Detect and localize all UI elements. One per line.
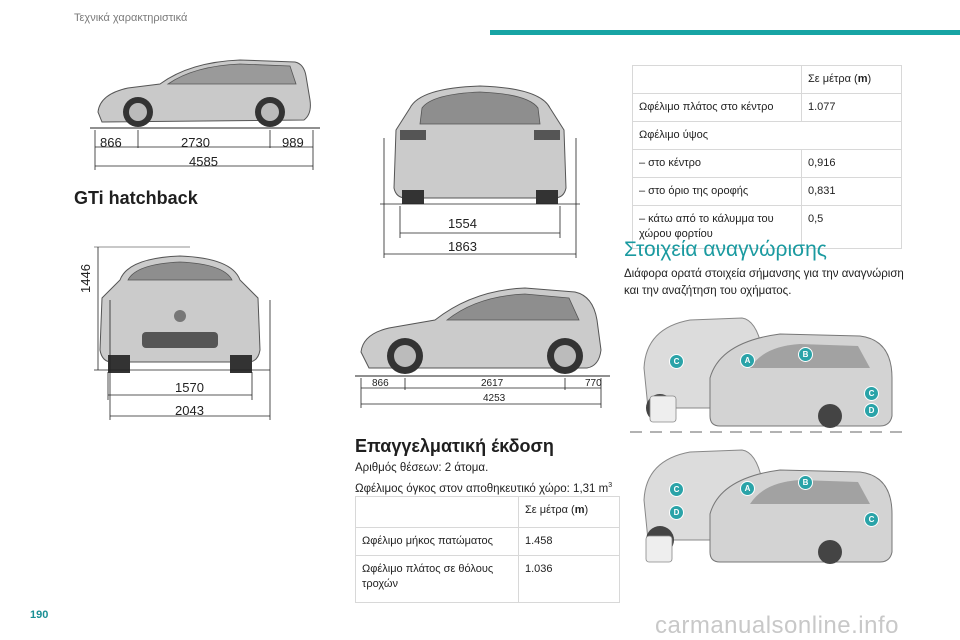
table-header-row: Σε μέτρα (m) [632,65,902,94]
gti-side-figure [355,287,610,408]
load-space-table: Σε μέτρα (m) Ωφέλιμο πλάτος στο κέντρο 1… [632,65,902,249]
gti-front-figure [94,246,271,420]
table-row-label: – στο κέντρο [632,149,802,178]
professional-volume-text: Ωφέλιμος όγκος στον αποθηκευτικό χώρο: 1… [355,482,609,495]
gti-height: 1446 [78,264,93,293]
table-row: – στο όριο της οροφής 0,831 [632,177,902,206]
table-row: – στο κέντρο 0,916 [632,149,902,178]
gti-front-width: 2043 [175,403,204,418]
marker-b-icon: B [798,472,813,490]
table-row-label: Ωφέλιμο πλάτος σε θόλους τροχών [355,555,519,603]
gti-rear-track: 1554 [448,216,477,231]
table-row-label: – κάτω από το κάλυμμα του χώρου φορτίου [632,205,802,249]
professional-heading: Επαγγελματική έκδοση [355,436,554,456]
sw-side-figure [90,59,320,170]
marker-d-icon: D [669,502,684,520]
table-row-label: – στο όριο της οροφής [632,177,802,206]
professional-spec-table: Σε μέτρα (m) Ωφέλιμο μήκος πατώματος 1.4… [355,496,620,603]
table-row-value: 1.077 [801,93,902,122]
page-number: 190 [30,609,49,621]
table-row: Ωφέλιμο μήκος πατώματος 1.458 [355,527,620,556]
marker-c-icon: C [864,509,879,527]
marker-c-icon: C [669,479,684,497]
gti-rear-figure [380,85,580,258]
identification-heading: Στοιχεία αναγνώρισης [624,238,827,261]
table-row-value: 0,831 [801,177,902,206]
table-row-label: Ωφέλιμο μήκος πατώματος [355,527,519,556]
gti-side-rear-overhang: 770 [585,378,602,389]
marker-b-icon: B [798,344,813,362]
sw-total-length: 4585 [189,154,218,169]
table-row: Ωφέλιμο πλάτος σε θόλους τροχών 1.036 [355,555,620,603]
table-row-value: 0,916 [801,149,902,178]
professional-volume: Ωφέλιμος όγκος στον αποθηκευτικό χώρο: 1… [355,477,612,498]
professional-volume-sup: 3 [608,482,613,489]
marker-c-icon: C [864,383,879,401]
gti-side-total-length: 4253 [483,393,506,404]
identification-figure-top [643,317,893,428]
table-header-cell: Σε μέτρα (m) [801,65,902,94]
table-row-value: 1.036 [518,555,620,603]
table-row-label: Ωφέλιμο ύψος [632,121,902,150]
section-label: Τεχνικά χαρακτηριστικά [74,12,188,24]
sw-wheelbase: 2730 [181,135,210,150]
marker-d-icon: D [864,400,879,418]
table-row-value: 1.458 [518,527,620,556]
professional-seats: Αριθμός θέσεων: 2 άτομα. [355,462,489,474]
header-bar [490,30,960,35]
table-row: – κάτω από το κάλυμμα του χώρου φορτίου … [632,205,902,249]
marker-a-icon: A [740,478,755,496]
marker-a-icon: A [740,350,755,368]
table-row: Ωφέλιμο ύψος [632,121,902,150]
table-header-cell: Σε μέτρα (m) [518,496,620,528]
gti-side-wheelbase: 2617 [481,378,504,389]
marker-c-icon: C [669,351,684,369]
identification-text: Διάφορα ορατά στοιχεία σήμανσης για την … [624,268,904,297]
gti-rear-width: 1863 [448,239,477,254]
dashed-separator [630,431,902,433]
table-row: Ωφέλιμο πλάτος στο κέντρο 1.077 [632,93,902,122]
sw-rear-overhang: 989 [282,135,304,150]
table-header-row: Σε μέτρα (m) [355,496,620,528]
sw-front-overhang: 866 [100,135,122,150]
table-row-value: 0,5 [801,205,902,249]
watermark: carmanualsonline.info [655,612,899,639]
gti-heading: GTi hatchback [74,188,198,208]
gti-side-front-overhang: 866 [372,378,389,389]
gti-front-track: 1570 [175,380,204,395]
table-row-label: Ωφέλιμο πλάτος στο κέντρο [632,93,802,122]
